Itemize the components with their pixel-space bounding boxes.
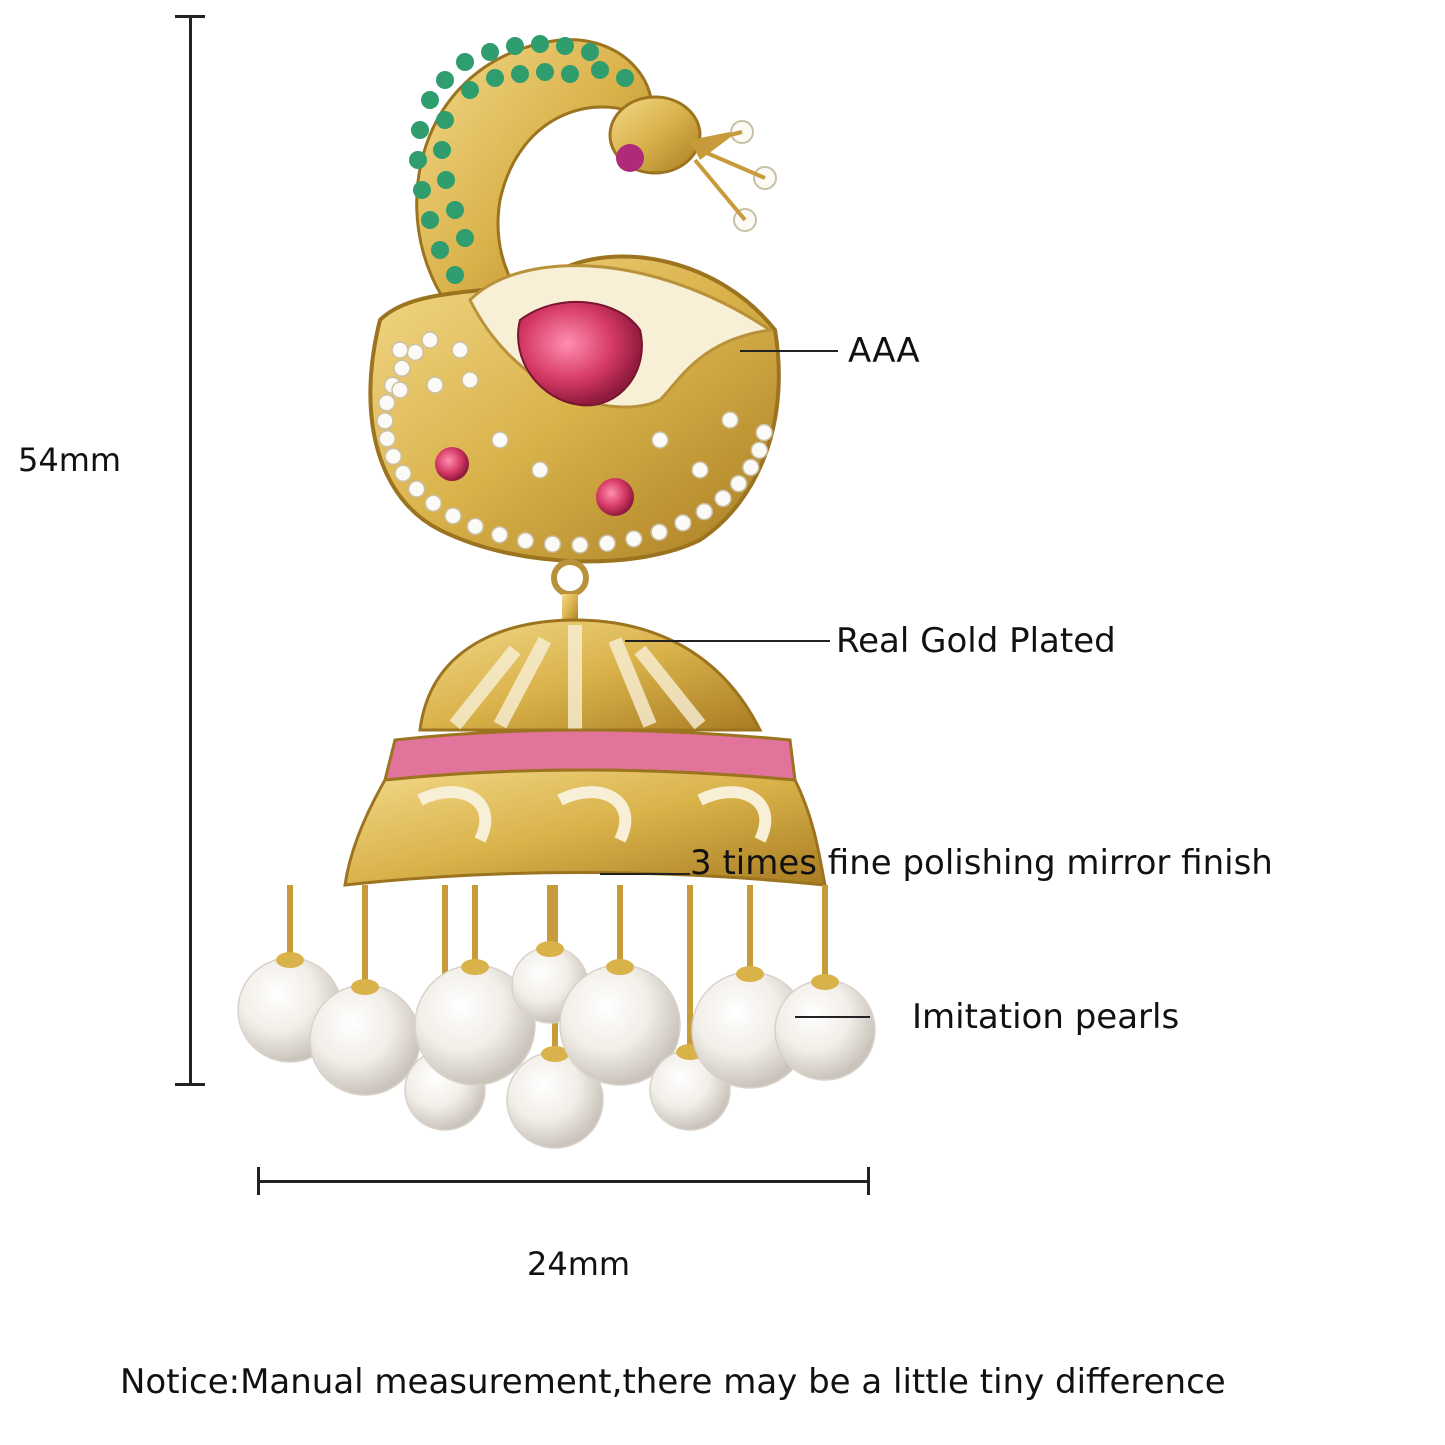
gold-callout-line (625, 640, 830, 642)
crystal-stone (407, 480, 426, 498)
crystal-stone (421, 331, 439, 349)
emerald-stone (446, 266, 464, 284)
emerald-stone (461, 81, 479, 99)
measurement-notice: Notice:Manual measurement,there may be a… (120, 1362, 1226, 1402)
crystal-stone (650, 523, 668, 541)
height-label: 54mm (18, 441, 122, 479)
emerald-stone (486, 69, 504, 87)
crystal-stone (674, 514, 692, 532)
crystal-stone (729, 474, 748, 493)
crystal-stone (391, 381, 409, 399)
crystal-stone (461, 371, 479, 389)
crystal-stone (625, 530, 643, 548)
width-label: 24mm (527, 1245, 631, 1283)
crystal-stone (394, 464, 412, 483)
crystal-stone (451, 341, 469, 359)
crystal-stone (742, 458, 760, 477)
imitation-pearls-label: Imitation pearls (912, 997, 1180, 1037)
emerald-stone (456, 53, 474, 71)
pearl-cap (811, 974, 839, 990)
crystal-stone (714, 489, 732, 508)
emerald-stone (481, 43, 499, 61)
crystal-stone (531, 461, 549, 479)
crystal-stone (571, 536, 589, 554)
emerald-stone (436, 71, 454, 89)
emerald-stone (431, 241, 449, 259)
crystal-stone (516, 531, 535, 550)
emerald-stone (616, 69, 634, 87)
finish-callout-line (600, 873, 690, 875)
pearl-cap (541, 1046, 569, 1062)
emerald-stone (421, 211, 439, 229)
crystal-stone (695, 502, 714, 521)
crystal-stone (424, 494, 443, 513)
crystal-stone (543, 535, 562, 553)
crystal-stone (393, 359, 411, 378)
emerald-stone (409, 151, 427, 169)
pearl-cap (606, 959, 634, 975)
emerald-stone (591, 61, 609, 79)
emerald-stone (411, 121, 429, 139)
crystal-stone (490, 525, 509, 544)
crystal-stone (378, 430, 396, 448)
aaa-callout-line (740, 350, 838, 352)
crystal-stone (721, 411, 739, 429)
gold-plated-label: Real Gold Plated (836, 621, 1116, 661)
emerald-stone (456, 229, 474, 247)
emerald-stone (421, 91, 439, 109)
pearl (774, 979, 876, 1081)
width-dimension-cap-right (867, 1167, 870, 1195)
crystal-stone (491, 431, 509, 449)
aaa-label: AAA (848, 331, 920, 371)
emerald-stone (506, 37, 524, 55)
crystal-stone (691, 461, 709, 479)
height-dimension-cap-bottom (175, 1083, 205, 1086)
crystal-stone (376, 412, 394, 430)
pearl-cap (351, 979, 379, 995)
mirror-finish-label: 3 times fine polishing mirror finish (690, 843, 1273, 883)
height-dimension-line (189, 15, 192, 1085)
crystal-stone (426, 376, 444, 394)
pearl-cap (736, 966, 764, 982)
emerald-stone (556, 37, 574, 55)
pearls-callout-line (795, 1016, 870, 1018)
crystal-stone (391, 341, 409, 359)
emerald-stone (433, 141, 451, 159)
crystal-stone (598, 534, 616, 552)
crystal-stone (444, 507, 462, 525)
crystal-stone (406, 343, 424, 362)
pearl-cap (276, 952, 304, 968)
crystal-stone (466, 517, 485, 536)
emerald-stone (446, 201, 464, 219)
pearl (309, 984, 421, 1096)
width-dimension-cap-left (257, 1167, 260, 1195)
emerald-stone (561, 65, 579, 83)
emerald-stone (437, 171, 455, 189)
emerald-stone (436, 111, 454, 129)
crystal-stone (750, 441, 769, 460)
crystal-stone (384, 447, 403, 466)
emerald-stone (581, 43, 599, 61)
emerald-stone (536, 63, 554, 81)
crystal-stone (651, 431, 669, 449)
emerald-stone (511, 65, 529, 83)
width-dimension-line (258, 1180, 870, 1183)
crystal-stone (755, 423, 773, 442)
emerald-stone (531, 35, 549, 53)
pearl-cap (536, 941, 564, 957)
height-dimension-cap-top (175, 15, 205, 18)
crystal-stone (378, 394, 396, 412)
emerald-stone (413, 181, 431, 199)
pearl-cap (461, 959, 489, 975)
